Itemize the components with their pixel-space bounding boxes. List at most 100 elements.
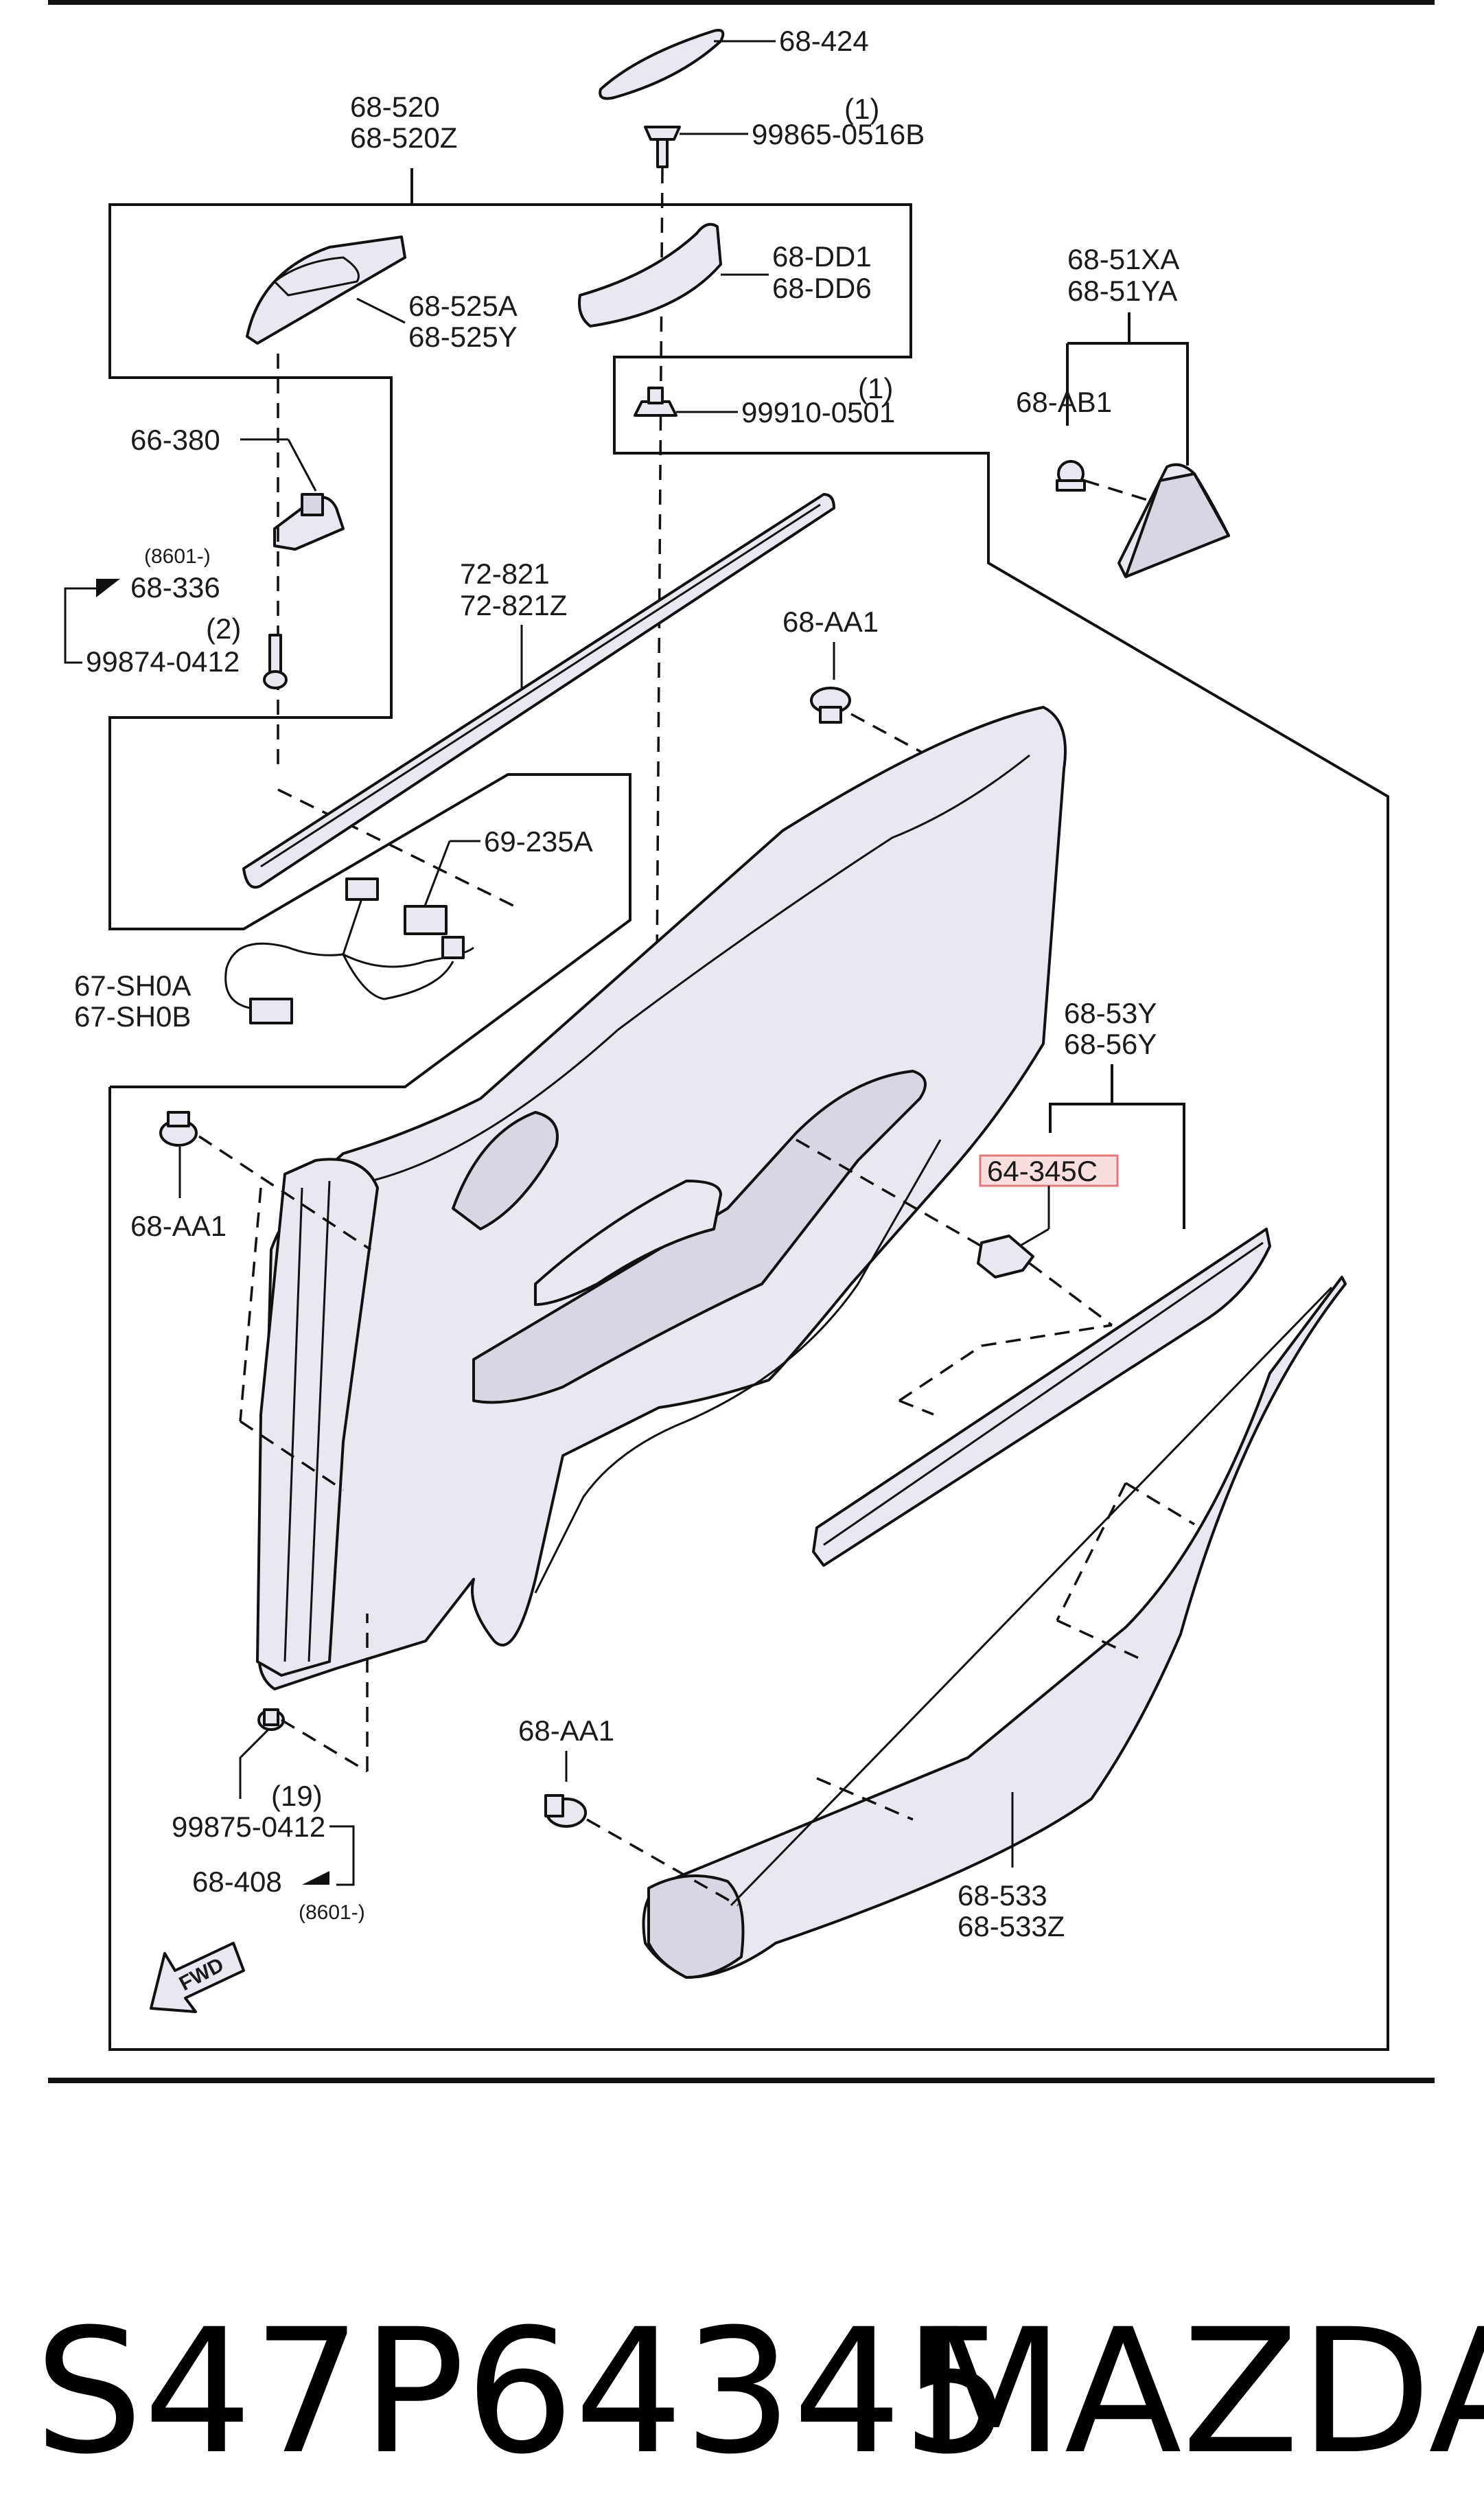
label-72-821z: 72-821Z <box>460 589 567 621</box>
dash-64-345c <box>796 1138 982 1248</box>
qty-99865: (1) <box>844 93 879 125</box>
footer-brand: MAZDA <box>916 2292 1484 2492</box>
part-72-821 <box>242 493 835 889</box>
bracket-68-53y <box>1049 1103 1185 1229</box>
label-68-dd1: 68-DD1 <box>772 240 872 273</box>
part-72-821-line <box>260 503 821 868</box>
bracket-68-51xa <box>1067 342 1189 466</box>
dash-66-380b <box>277 788 522 911</box>
label-68-dd6: 68-DD6 <box>772 272 872 304</box>
label-68-53y: 68-53Y <box>1064 997 1157 1029</box>
label-68-525a: 68-525A <box>408 290 518 322</box>
screw-99875-icon <box>257 1708 285 1731</box>
part-68-533-end <box>647 1874 745 1979</box>
label-68-51ya: 68-51YA <box>1067 275 1177 307</box>
leader-68-336 <box>64 587 96 664</box>
clip-68-ab1-stem <box>1056 479 1086 492</box>
dash-64-345c-c <box>898 1324 1113 1402</box>
bolt-99865-icon <box>644 126 681 168</box>
label-68-520: 68-520 <box>350 91 440 123</box>
part-68-dd1 <box>578 222 722 328</box>
connector-c <box>404 905 448 935</box>
label-68-424: 68-424 <box>779 25 869 57</box>
label-68-aa1-left: 68-AA1 <box>130 1210 227 1242</box>
pillar-line-b <box>308 1180 331 1662</box>
dash-68-533-c <box>1056 1619 1147 1663</box>
label-99874: 99874-0412 <box>86 645 240 678</box>
part-68-51xa-face <box>1124 472 1230 578</box>
dash-68-533-d <box>816 1777 914 1821</box>
label-99865: 99865-0516B <box>752 118 925 150</box>
dash-68-533-a <box>1125 1482 1195 1526</box>
leader-68-525a <box>356 297 406 324</box>
part-68-53y-line <box>823 1241 1264 1546</box>
dash-99875 <box>281 1719 368 1773</box>
label-68-ab1: 68-AB1 <box>1016 386 1112 418</box>
clip-68-aa1-left-icon <box>159 1111 198 1147</box>
door-trim-handle <box>452 1111 559 1230</box>
label-67-sh0a: 67-SH0A <box>74 969 191 1002</box>
label-68-533z: 68-533Z <box>958 1910 1065 1942</box>
dash-64-345c-b <box>1028 1262 1113 1327</box>
pillar-line <box>283 1187 303 1662</box>
label-99910: 99910-0501 <box>741 396 895 428</box>
part-68-525a-inner <box>273 256 360 297</box>
label-68-520z: 68-520Z <box>350 122 457 154</box>
clip-68-aa1-top-icon <box>810 687 851 724</box>
door-trim-armrest <box>472 1070 927 1404</box>
connector-a <box>249 998 293 1024</box>
dash-68-aa1-left-c <box>240 1420 344 1491</box>
label-66-380: 66-380 <box>130 424 220 456</box>
qty-99875: (19) <box>271 1780 323 1812</box>
label-64-345c: 64-345C <box>987 1155 1098 1187</box>
label-68-533: 68-533 <box>958 1879 1047 1912</box>
qty-99910: (1) <box>858 372 893 404</box>
door-trim-lower <box>534 1139 942 1594</box>
leader-99875 <box>239 1729 269 1799</box>
highlight-64-345c <box>979 1154 1119 1187</box>
assembly-outline <box>108 203 1389 2051</box>
clip-64-345c-icon <box>977 1235 1034 1278</box>
label-67-sh0b: 67-SH0B <box>74 1000 191 1033</box>
label-69-235a: 69-235A <box>484 825 593 858</box>
fwd-arrow-icon: FWD <box>150 1942 245 2013</box>
label-68-aa1-top: 68-AA1 <box>782 606 879 638</box>
door-trim-upper <box>370 754 1030 1182</box>
label-68-56y: 68-56Y <box>1064 1028 1157 1060</box>
label-8601-b: (8601-) <box>299 1901 365 1924</box>
label-68-336: 68-336 <box>130 571 220 604</box>
label-68-51xa: 68-51XA <box>1067 243 1179 275</box>
dash-68-533-b <box>1056 1482 1127 1621</box>
part-68-533-line <box>730 1286 1333 1907</box>
footer-part-number: S47P64345 <box>34 2292 1011 2492</box>
clip-68-aa1-bottom-icon <box>544 1794 587 1828</box>
door-trim-pocket <box>534 1180 722 1306</box>
label-68-408: 68-408 <box>192 1866 282 1898</box>
label-68-525y: 68-525Y <box>408 321 518 353</box>
dash-68-aa1-left-b <box>239 1187 262 1422</box>
part-66-380-button <box>301 493 324 516</box>
part-68-53y <box>812 1228 1271 1567</box>
connector-b <box>345 877 379 901</box>
connector-d <box>441 936 465 959</box>
leader-69-235a-b <box>421 840 451 914</box>
dash-64-345c-d <box>898 1399 934 1416</box>
qty-99874: (2) <box>206 612 241 645</box>
clip-99910-icon <box>634 387 677 417</box>
dash-68-aa1-bottom <box>586 1818 739 1907</box>
label-72-821: 72-821 <box>460 558 550 590</box>
screw-99874-icon <box>263 634 288 689</box>
dash-68-aa1-left <box>198 1135 371 1251</box>
leader-64-345c-b <box>1019 1228 1050 1248</box>
part-68-424 <box>599 29 725 100</box>
dash-99865 <box>654 168 664 1168</box>
arrow-68-336-icon <box>96 579 120 597</box>
label-8601-a: (8601-) <box>144 545 211 568</box>
part-pillar <box>256 1158 379 1677</box>
arrow-68-408-icon <box>302 1871 329 1885</box>
part-68-525a <box>246 236 406 345</box>
label-68-aa1-bottom: 68-AA1 <box>518 1714 614 1747</box>
label-99875: 99875-0412 <box>172 1811 325 1843</box>
leader-99875-b <box>329 1825 355 1886</box>
